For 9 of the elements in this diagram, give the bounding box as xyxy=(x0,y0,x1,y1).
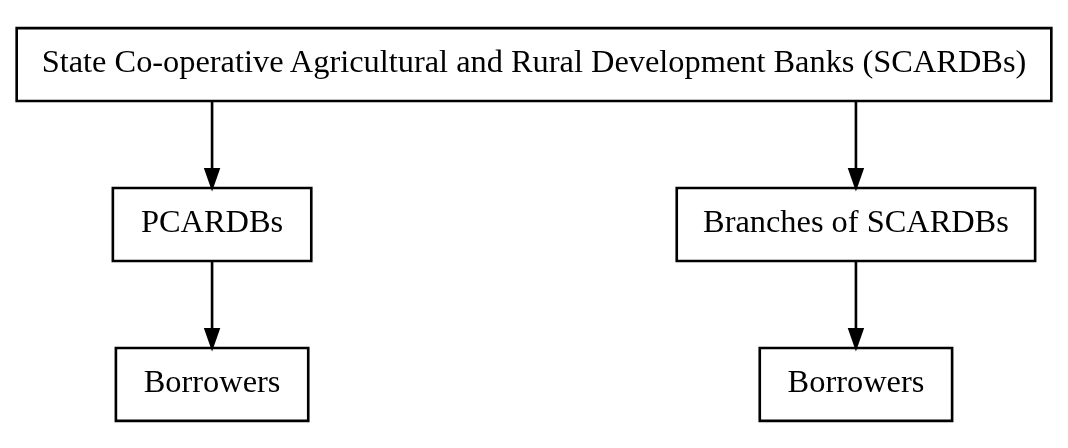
node-box: State Co-operative Agricultural and Rural Development Banks (SCARDBs) xyxy=(15,26,1053,102)
node-box: Borrowers xyxy=(758,346,954,422)
arrow xyxy=(203,101,221,192)
arrow xyxy=(847,101,865,192)
node-box: Branches of SCARDBs xyxy=(675,186,1037,262)
arrow xyxy=(203,261,221,352)
node-box: Borrowers xyxy=(114,346,310,422)
node-box: PCARDBs xyxy=(111,186,313,262)
arrow xyxy=(847,261,865,352)
